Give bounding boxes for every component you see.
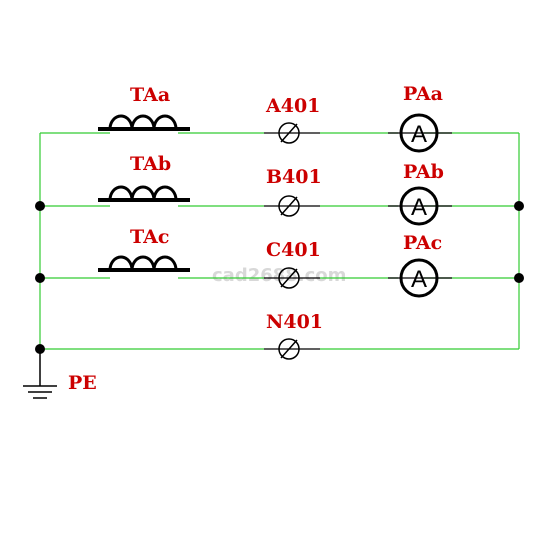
terminal-n401: N401	[264, 311, 323, 360]
ammeter-icon: A	[388, 113, 452, 153]
terminal-label: B401	[266, 166, 322, 188]
ammeter-pab: PAb A	[388, 161, 452, 226]
terminal-label: N401	[266, 311, 323, 333]
ammeter-symbol: A	[411, 194, 427, 221]
wire-frame	[39, 132, 520, 350]
terminal-c401: C401	[264, 239, 321, 289]
ground: PE	[23, 349, 97, 399]
junction-dot	[514, 201, 524, 211]
transformer-b: TAb	[98, 153, 190, 202]
junction-dots	[35, 201, 524, 354]
current-transformer-icon	[98, 185, 190, 202]
junction-dot	[35, 273, 45, 283]
terminal-icon	[264, 267, 320, 289]
terminal-label: C401	[266, 239, 321, 261]
ammeter-label: PAa	[403, 83, 443, 105]
ground-icon	[23, 349, 57, 399]
ammeter-symbol: A	[411, 266, 427, 293]
transformer-label: TAc	[130, 226, 169, 248]
junction-dot	[35, 201, 45, 211]
ammeter-label: PAb	[403, 161, 444, 183]
ammeter-symbol: A	[411, 121, 427, 148]
transformer-label: TAb	[130, 153, 171, 175]
terminal-label: A401	[265, 95, 320, 117]
junction-dot	[514, 273, 524, 283]
terminal-icon	[264, 195, 320, 217]
terminal-b401: B401	[264, 166, 322, 217]
transformer-a: TAa	[98, 84, 190, 131]
terminal-icon	[264, 122, 320, 144]
ammeter-pac: PAc A	[388, 232, 452, 298]
terminal-a401: A401	[264, 95, 320, 144]
ammeter-label: PAc	[403, 232, 442, 254]
terminal-icon	[264, 338, 320, 360]
current-transformer-icon	[98, 255, 190, 272]
ammeter-icon: A	[388, 258, 452, 298]
ground-label: PE	[68, 372, 97, 394]
current-transformer-icon	[98, 114, 190, 131]
transformer-label: TAa	[130, 84, 170, 106]
ammeter-paa: PAa A	[388, 83, 452, 153]
transformer-c: TAc	[98, 226, 190, 272]
ammeter-icon: A	[388, 186, 452, 226]
